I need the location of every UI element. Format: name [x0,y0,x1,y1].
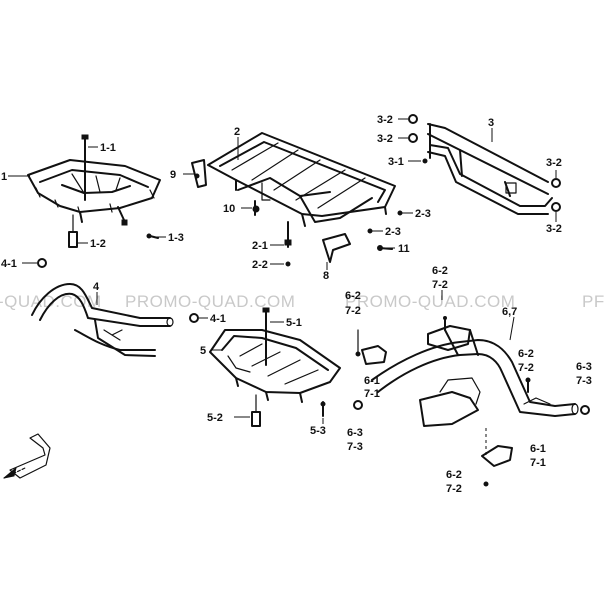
label-1-2: 1-2 [90,238,106,250]
cap-3-2a [408,114,418,124]
label-2-2: 2-2 [252,259,268,271]
rear-rack [207,132,396,227]
watermark: PROMO-QUAD.COM [125,292,295,311]
label-1-3: 1-3 [168,232,184,244]
label-5-1: 5-1 [286,317,302,329]
label-3-2d: 3-2 [546,223,562,235]
nut-2-2 [285,261,291,267]
washer-6-3a [353,400,363,410]
cap-4-1b [189,313,199,323]
bracket-9 [191,159,207,188]
label-3-2a: 3-2 [377,114,393,126]
side-guard [371,325,579,427]
bolt-5-3 [320,401,326,417]
label-7-3b: 7-3 [576,375,592,387]
front-direction-arrow-icon [3,433,51,479]
label-6-7: 6,7 [502,306,517,318]
label-7-1a: 7-1 [364,388,380,400]
cap-3-2b [408,133,418,143]
label-6-1a: 6-1 [364,375,380,387]
bolt-5-1 [262,307,270,366]
cap-3-2d [551,202,561,212]
label-5: 5 [200,345,206,357]
label-6-2c: 6-2 [518,348,534,360]
bolt-2-3a [397,210,403,216]
label-11: 11 [398,243,410,255]
label-7-2a: 7-2 [345,305,361,317]
label-6-3a: 6-3 [347,427,363,439]
leader-lines [8,118,557,424]
label-6-2a: 6-2 [345,290,361,302]
label-7-2c: 7-2 [518,362,534,374]
front-rack [27,159,161,226]
bracket-6-1a [355,329,387,365]
label-10: 10 [223,203,235,215]
label-3-1: 3-1 [388,156,404,168]
label-1: 1 [1,171,7,183]
lower-rack [209,329,341,403]
bolt-2-1 [284,221,292,248]
bracket-6-1b [481,428,513,487]
bolt-3-1 [422,158,428,164]
label-4-1a: 4-1 [1,258,17,270]
label-5-2: 5-2 [207,412,223,424]
label-2: 2 [234,126,240,138]
label-3-2b: 3-2 [377,133,393,145]
part-labels: 1 1-1 1-2 1-3 2 9 10 2-1 2-2 2-3 2-3 8 1… [1,114,592,495]
label-3-2c: 3-2 [546,157,562,169]
front-bumper [31,283,174,357]
label-2-3a: 2-3 [415,208,431,220]
label-4: 4 [93,281,100,293]
label-1-1: 1-1 [100,142,116,154]
bracket-8 [322,233,351,263]
label-4-1b: 4-1 [210,313,226,325]
bolt-6-2b [525,377,531,393]
bracket-5-2 [251,394,261,427]
watermark: PF [582,292,605,311]
label-7-1b: 7-1 [530,457,546,469]
label-6-2b: 6-2 [432,265,448,277]
bolt-1-1 [81,134,89,201]
label-2-3b: 2-3 [385,226,401,238]
bolt-6-2a [443,316,447,331]
bolt-10 [252,200,260,216]
label-7-3a: 7-3 [347,441,363,453]
label-5-3: 5-3 [310,425,326,437]
label-2-1: 2-1 [252,240,268,252]
label-6-1b: 6-1 [530,443,546,455]
bolt-2-3b [367,228,373,234]
label-7-2b: 7-2 [432,279,448,291]
label-6-2d: 6-2 [446,469,462,481]
bracket-1-2 [68,214,78,248]
rear-bumper [427,123,553,215]
washer-6-3b [580,405,590,415]
cap-4-1a [37,258,47,268]
label-9: 9 [170,169,176,181]
label-3: 3 [488,117,494,129]
label-8: 8 [323,270,329,282]
watermark: PROMO-QUAD.COM [345,292,515,311]
label-7-2d: 7-2 [446,483,462,495]
label-6-3b: 6-3 [576,361,592,373]
cap-3-2c [551,178,561,188]
